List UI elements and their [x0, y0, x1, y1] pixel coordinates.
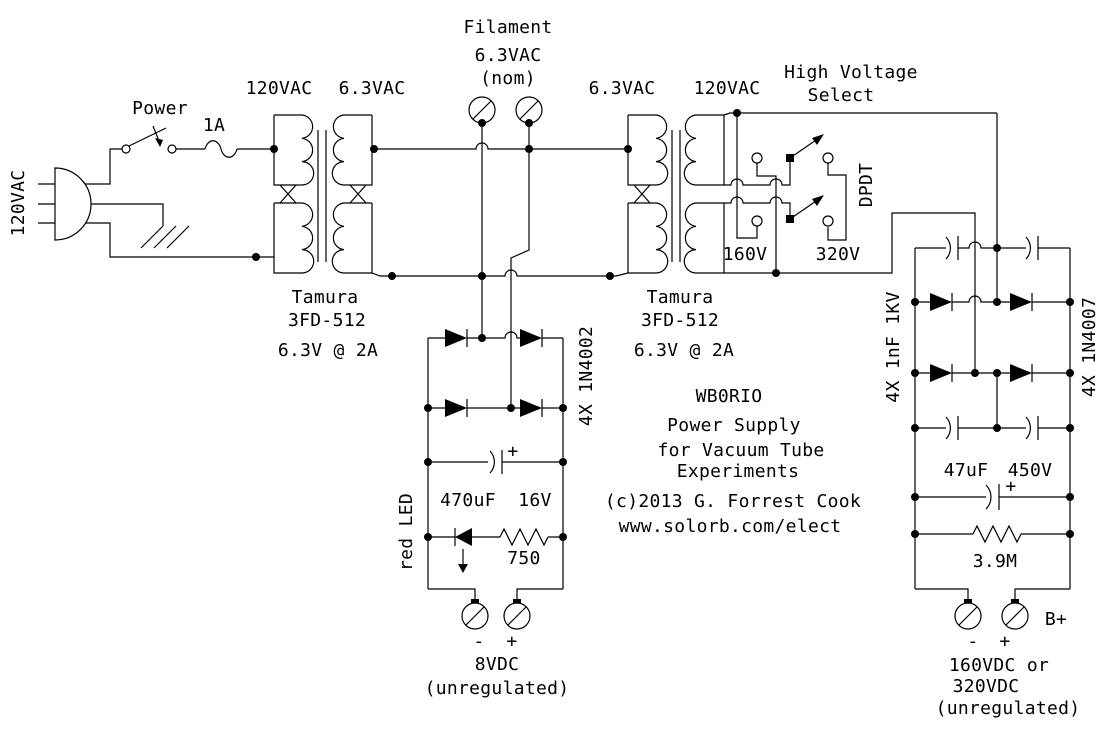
- hv-output-label-3: (unregulated): [936, 698, 1081, 719]
- t1-model-label: 3FD-512: [288, 310, 366, 331]
- callsign-label: WB0RIO: [696, 386, 763, 407]
- dpdt-throw-icon: [822, 215, 834, 227]
- hv-select-title-2: Select: [808, 85, 875, 106]
- title-line-2: Power Supply: [667, 415, 801, 436]
- hv-pos-label: +: [999, 631, 1010, 652]
- t2-model-label: 3FD-512: [641, 310, 719, 331]
- lv-diodes-label: 4X 1N4002: [576, 326, 597, 426]
- t1-core: [317, 130, 327, 262]
- t1-secondary-label: 6.3VAC: [339, 78, 406, 99]
- lv-neg-label: -: [473, 631, 484, 652]
- lv-pos-label: +: [506, 631, 517, 652]
- transformer-t1: 120VAC 6.3VAC Tamura 3FD-512 6.3V @ 2A: [246, 78, 406, 361]
- dpdt-throw-icon: [822, 152, 834, 164]
- lv-output: - + 8VDC (unregulated): [425, 588, 570, 699]
- hv-bridge: + 4X 1nF 1KV 4X 1N4007 47uF 450V 3.9M: [883, 113, 1100, 589]
- filament-output: Filament 6.3VAC (nom): [463, 17, 552, 408]
- hv-output-label-1: 160VDC or: [949, 655, 1049, 676]
- filter-cap-icon: +: [428, 441, 563, 474]
- resistor-icon: [499, 527, 563, 547]
- terminal-icon: [954, 602, 982, 630]
- bplus-label: B+: [1045, 609, 1067, 630]
- hv-select-title-1: High Voltage: [784, 62, 918, 83]
- terminal-icon: [461, 602, 489, 630]
- hv-cap-plus: +: [1005, 476, 1016, 497]
- bleeder-resistor-icon: [915, 524, 1070, 544]
- hv-diodes-label: 4X 1N4007: [1079, 297, 1100, 397]
- junction-dots: [252, 109, 1074, 541]
- hv-select-switch: High Voltage Select DPDT 160V 320V: [723, 62, 997, 373]
- dpdt-label: DPDT: [856, 163, 877, 208]
- t2-rating-label: 6.3V @ 2A: [634, 340, 734, 361]
- select-160v-label: 160V: [723, 244, 768, 265]
- t2-secondary-label: 120VAC: [694, 78, 761, 99]
- filament-label-3: (nom): [480, 68, 536, 89]
- filament-label-2: 6.3VAC: [475, 45, 542, 66]
- lv-output-label-1: 8VDC: [475, 654, 520, 675]
- lv-cap-plus: +: [507, 441, 518, 462]
- heater-rails: [371, 142, 629, 277]
- fuse-rating-label: 1A: [203, 115, 225, 136]
- lv-bridge: + 4X 1N4002 red LED 470uF 16V 750: [396, 326, 597, 589]
- lv-output-label-2: (unregulated): [425, 678, 570, 699]
- dpdt-throw-icon: [751, 215, 763, 227]
- terminal-icon: [503, 602, 531, 630]
- terminal-icon: [515, 96, 543, 124]
- filament-label-1: Filament: [463, 17, 552, 38]
- t2-maker-label: Tamura: [647, 287, 714, 308]
- dpdt-pole-icon: [786, 195, 824, 223]
- ac-plug: 120VAC: [8, 148, 274, 258]
- title-block: WB0RIO Power Supply for Vacuum Tube Expe…: [605, 386, 861, 537]
- mains-voltage-label: 120VAC: [8, 170, 29, 237]
- title-line-4: Experiments: [677, 461, 800, 482]
- hv-neg-label: -: [967, 631, 978, 652]
- lv-cap-value-label: 470uF: [440, 490, 496, 511]
- hv-snubbers-label: 4X 1nF 1KV: [883, 291, 904, 402]
- hv-output: - + B+ 160VDC or 320VDC (unregulated): [915, 588, 1081, 719]
- copyright-label: (c)2013 G. Forrest Cook: [605, 491, 861, 512]
- power-label: Power: [132, 98, 188, 119]
- lv-resistor-label: 750: [507, 548, 540, 569]
- power-switch-icon: Power: [121, 98, 188, 154]
- ground-icon: [140, 225, 190, 249]
- website-label: www.solorb.com/elect: [619, 516, 842, 537]
- lv-cap-voltage-label: 16V: [518, 490, 551, 511]
- hv-filter-cap-icon: +: [915, 476, 1070, 510]
- t2-core: [671, 130, 681, 262]
- led-label: red LED: [396, 493, 417, 571]
- hv-bleeder-label: 3.9M: [973, 551, 1018, 572]
- dpdt-throw-icon: [751, 152, 763, 164]
- t1-rating-label: 6.3V @ 2A: [278, 340, 378, 361]
- title-line-3: for Vacuum Tube: [657, 440, 824, 461]
- terminal-icon: [1001, 602, 1029, 630]
- dpdt-pole-icon: [786, 134, 824, 162]
- hv-output-label-2: 320VDC: [953, 676, 1020, 697]
- t2-primary-label: 6.3VAC: [589, 78, 656, 99]
- led-icon: [428, 528, 500, 573]
- hv-cap-voltage-label: 450V: [1008, 460, 1053, 481]
- select-320v-label: 320V: [816, 244, 861, 265]
- hv-cap-value-label: 47uF: [944, 460, 989, 481]
- t1-primary-label: 120VAC: [246, 78, 313, 99]
- t1-maker-label: Tamura: [292, 287, 359, 308]
- fuse-icon: 1A: [176, 115, 274, 158]
- transformer-t2: 6.3VAC 120VAC Tamura 3FD-512 6.3V @ 2A: [589, 78, 761, 361]
- terminal-icon: [468, 96, 496, 124]
